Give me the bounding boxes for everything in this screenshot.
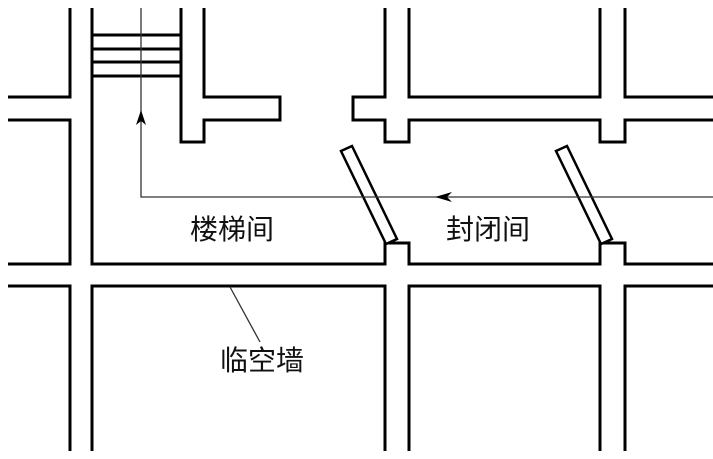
label-exposed-wall: 临空墙 — [220, 344, 305, 377]
arrowhead-left — [435, 192, 452, 202]
upper-room-wall — [407, 8, 713, 99]
evacuation-path — [136, 8, 713, 202]
leader-line — [229, 286, 261, 343]
door-leaf-left — [339, 144, 399, 246]
lower-walls — [90, 284, 713, 451]
stair-wall-left — [90, 8, 713, 266]
stair-column — [179, 8, 282, 144]
door-leaf-right — [554, 144, 614, 246]
arrowhead-up — [136, 110, 146, 125]
walls — [8, 8, 713, 451]
doors — [339, 144, 614, 246]
stair-treads — [92, 33, 181, 78]
upper-right-walls — [351, 8, 713, 144]
label-enclosed-room: 封闭间 — [446, 213, 531, 246]
label-stairwell: 楼梯间 — [190, 213, 275, 246]
evacuation-route-line — [140, 8, 713, 198]
left-wall-outer — [8, 8, 72, 451]
